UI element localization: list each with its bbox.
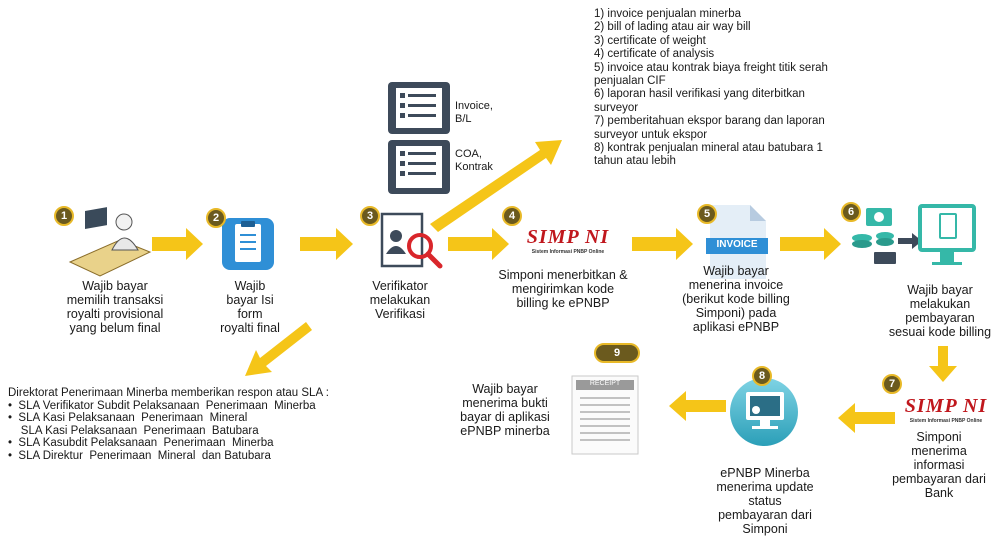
arrow-to-sla: [245, 322, 312, 376]
money-transfer-icon: [852, 204, 976, 265]
step-1-label: Wajib bayar memilih transaksi royalti pr…: [66, 279, 164, 335]
document-item: 8) kontrak penjualan mineral atau batuba…: [594, 142, 823, 168]
receipt-icon: [571, 375, 639, 455]
sla-item: • SLA Verifikator Subdit Pelaksanaan Pen…: [8, 399, 316, 412]
simponi-logo-subtitle: Sistem Informasi PNBP Online: [909, 418, 983, 424]
simponi-logo-text: SIMP NI: [904, 395, 988, 417]
arrow-4-5: [632, 228, 693, 260]
step-5-label: Wajib bayar menerina invoice (berikut ko…: [682, 264, 790, 334]
document-list-icon-1: [388, 82, 450, 134]
sla-title: Direktorat Penerimaan Minerba memberikan…: [8, 387, 329, 399]
arrow-5-6: [780, 228, 841, 260]
sla-item: • SLA Kasi Pelaksanaan Penerimaan Minera…: [8, 412, 248, 425]
step-badge-3: 3: [360, 206, 380, 226]
sla-item: • SLA Kasubdit Pelaksanaan Penerimaan Mi…: [8, 437, 274, 450]
document-item: 2) bill of lading atau air way bill: [594, 21, 751, 34]
invoice-label: INVOICE: [716, 239, 758, 250]
step-4-label: Simponi menerbitkan & mengirimkan kode b…: [498, 268, 628, 310]
step-badge-4: 4: [502, 206, 522, 226]
step-8-label: ePNBP Minerba menerima update status pem…: [716, 466, 814, 536]
doc-label-coa-kontrak: COA, Kontrak: [455, 148, 493, 173]
arrow-3-4: [448, 228, 509, 260]
step-2-label: Wajib bayar Isi form royalti final: [220, 279, 280, 335]
arrow-7-8: [838, 403, 895, 433]
invoice-document-icon: [706, 205, 768, 279]
step-9-label: Wajib bayar menerima bukti bayar di apli…: [460, 382, 550, 438]
computer-user-icon: [68, 207, 152, 277]
step-badge-2: 2: [206, 208, 226, 228]
simponi-logo-step7: SIMP NI Sistem Informasi PNBP Online: [896, 395, 996, 424]
sla-list: • SLA Verifikator Subdit Pelaksanaan Pen…: [8, 400, 329, 463]
arrow-6-7: [929, 346, 957, 382]
step-badge-1: 1: [54, 206, 74, 226]
document-item: 4) certificate of analysis: [594, 48, 715, 61]
sla-item: SLA Kasi Pelaksanaan Penerimaan Batubara: [8, 424, 259, 437]
simponi-logo-subtitle: Sistem Informasi PNBP Online: [531, 249, 605, 255]
doc-label-invoice-bl: Invoice, B/L: [455, 100, 493, 125]
arrow-1-2: [152, 228, 203, 260]
step-3-label: Verifikator melakukan Verifikasi: [369, 279, 431, 321]
clipboard-form-icon: [222, 218, 274, 270]
step-6-label: Wajib bayar melakukan pembayaran sesuai …: [888, 283, 992, 339]
step-badge-9: 9: [594, 343, 640, 363]
step-badge-6: 6: [841, 202, 861, 222]
step-badge-5: 5: [697, 204, 717, 224]
receipt-label: RECEIPT: [589, 380, 621, 387]
arrow-8-9: [669, 391, 726, 421]
document-item: 7) pemberitahuan ekspor barang dan lapor…: [594, 115, 825, 141]
step-badge-8: 8: [752, 366, 772, 386]
arrow-to-documents: [430, 140, 562, 232]
sla-section: Direktorat Penerimaan Minerba memberikan…: [8, 387, 329, 463]
document-item: 5) invoice atau kontrak biaya freight ti…: [594, 61, 828, 88]
step-badge-7: 7: [882, 374, 902, 394]
verification-search-icon: [380, 212, 443, 269]
document-item: 3) certificate of weight: [594, 34, 706, 47]
monitor-gear-icon: [730, 378, 798, 446]
step-7-label: Simponi menerima informasi pembayaran da…: [892, 430, 986, 500]
required-documents-list: 1) invoice penjualan minerba 2) bill of …: [594, 8, 914, 169]
arrow-2-3: [300, 228, 353, 260]
document-list-icon-2: [388, 140, 450, 194]
sla-item: • SLA Direktur Penerimaan Mineral dan Ba…: [8, 449, 271, 462]
simponi-logo-text: SIMP NI: [526, 226, 610, 248]
document-item: 1) invoice penjualan minerba: [594, 8, 742, 20]
document-item: 6) laporan hasil verifikasi yang diterbi…: [594, 88, 805, 114]
simponi-logo-step4: SIMP NI Sistem Informasi PNBP Online: [518, 226, 618, 255]
